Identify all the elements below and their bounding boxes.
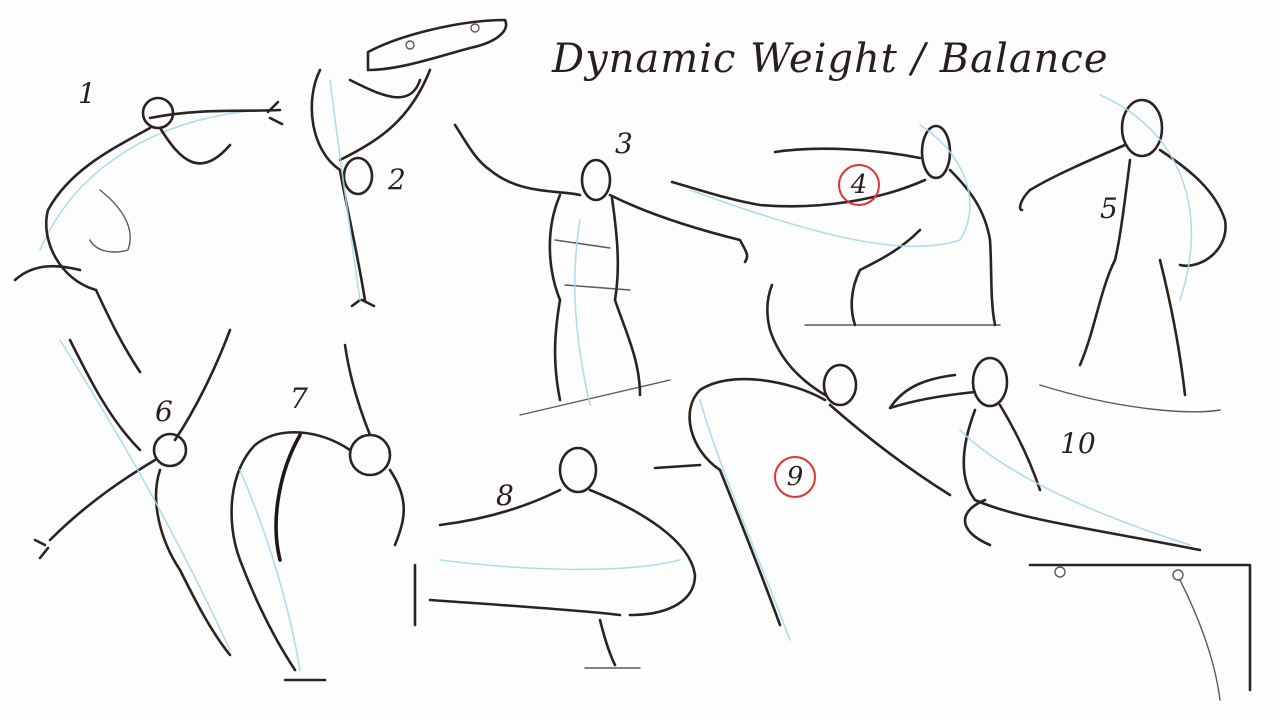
- figure-3-number: 3: [615, 127, 633, 160]
- sheet-title: Dynamic Weight / Balance: [552, 36, 1109, 82]
- figure-10-number: 10: [1060, 427, 1096, 460]
- figure-1-number: 1: [78, 77, 96, 110]
- figure-7-sketch: [230, 343, 406, 682]
- figure-8-number: 8: [496, 479, 514, 512]
- figure-1-sketch: [13, 96, 284, 374]
- figure-3-sketch: [453, 123, 749, 416]
- figure-6-number: 6: [155, 395, 173, 428]
- figure-4-number: 4: [838, 164, 880, 206]
- figure-5-number: 5: [1100, 192, 1118, 225]
- figure-2-sketch: [310, 18, 508, 308]
- figure-4-sketch: [670, 124, 1001, 327]
- figure-9-number: 9: [774, 456, 816, 498]
- figure-6-sketch: [33, 328, 232, 657]
- figure-10-sketch: [888, 356, 1252, 701]
- figure-5-sketch: [1018, 94, 1227, 413]
- figure-2-number: 2: [388, 163, 406, 196]
- figure-9-sketch: [653, 283, 952, 641]
- figure-8-sketch: [413, 446, 697, 669]
- figure-7-number: 7: [290, 382, 308, 415]
